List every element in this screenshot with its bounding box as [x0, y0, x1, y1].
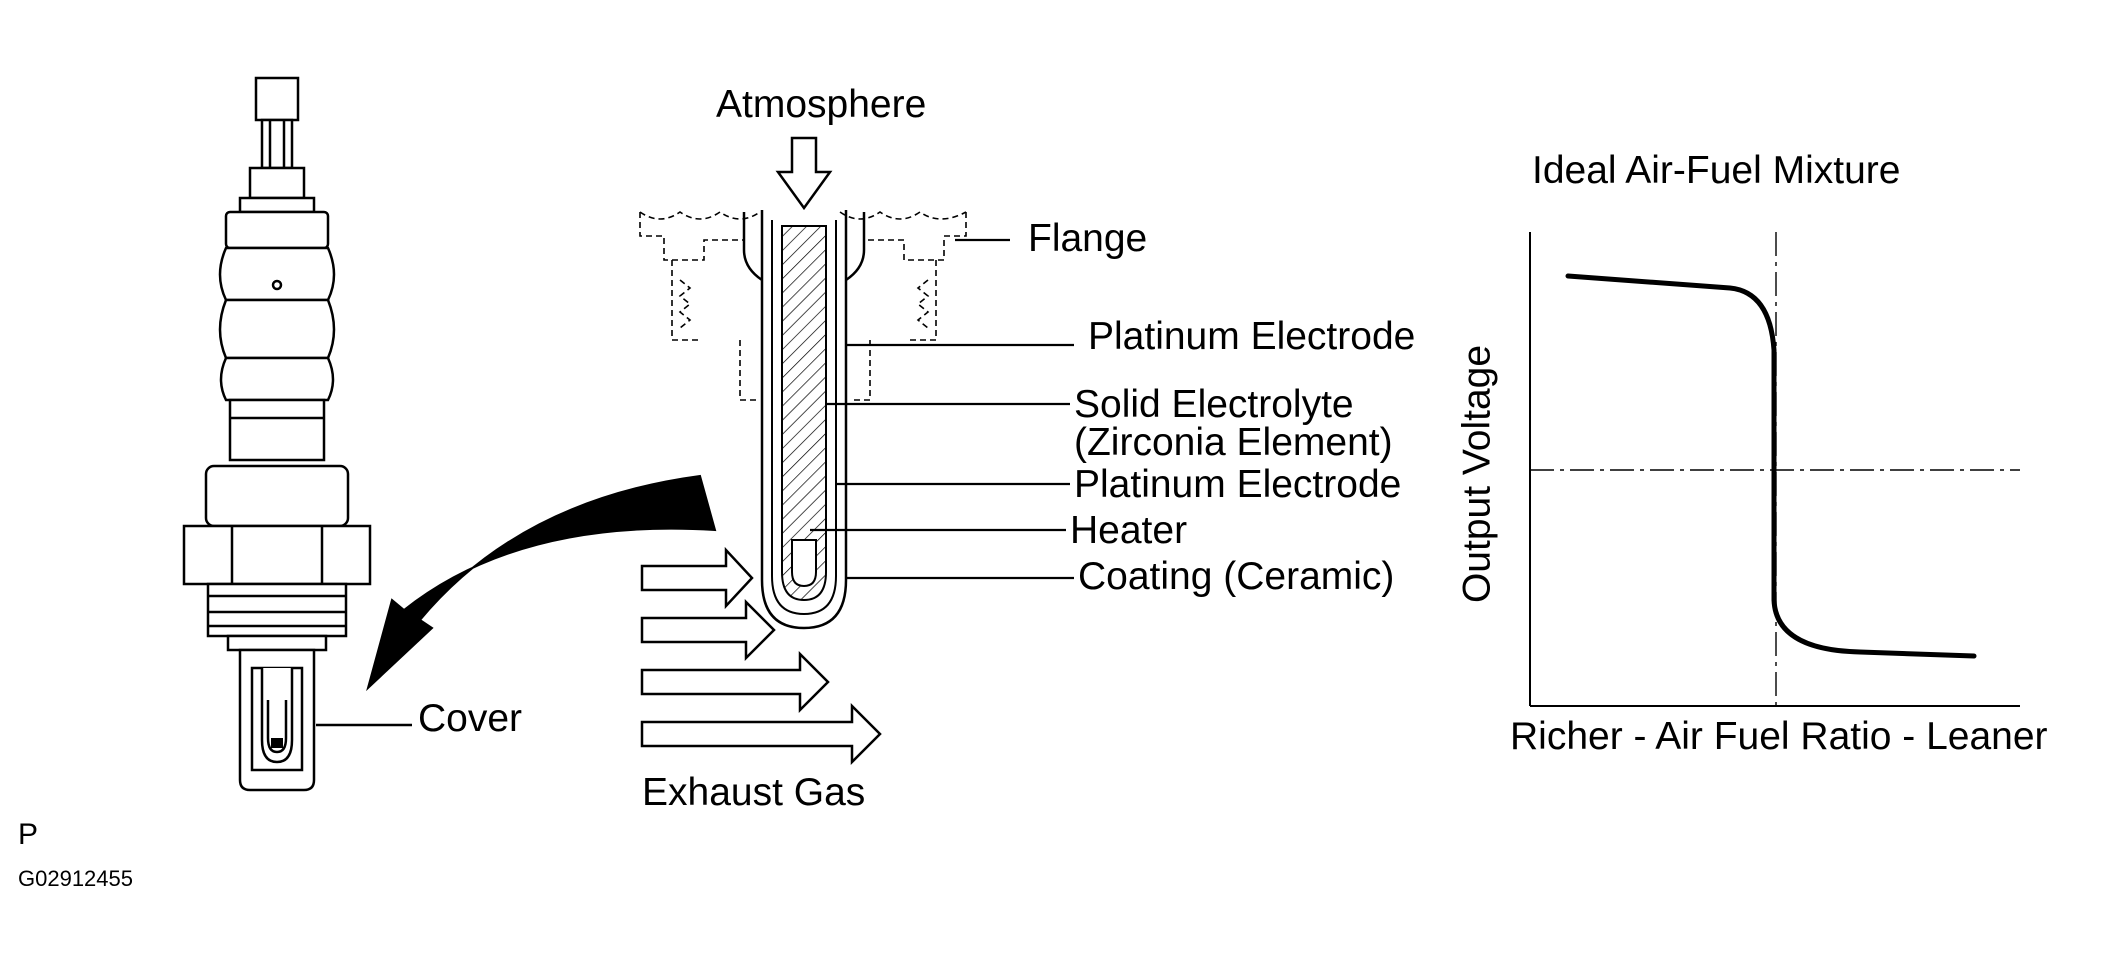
- heater: [791, 539, 817, 588]
- callout-leaders: [810, 238, 1074, 580]
- oxygen-sensor-body: [182, 76, 372, 792]
- exhaust-arrows: [640, 546, 882, 766]
- exhaust-arrow-icon: [640, 702, 882, 766]
- graph-x-label: Richer - Air Fuel Ratio - Leaner: [1510, 715, 2048, 758]
- graph-y-label: Output Voltage: [1455, 344, 1499, 604]
- figure-id: G02912455: [18, 866, 133, 891]
- coating-label: Coating (Ceramic): [1078, 555, 1395, 598]
- zirconia-element-label: (Zirconia Element): [1074, 421, 1393, 464]
- voltage-graph: [1529, 232, 2020, 707]
- sensing-element-shell: [760, 210, 848, 630]
- platinum-electrode-inner-label: Platinum Electrode: [1074, 463, 1402, 506]
- curved-arrow-icon: [366, 474, 717, 692]
- platinum-electrode-outer-label: Platinum Electrode: [1088, 315, 1416, 358]
- atmosphere-arrow-icon: [775, 136, 833, 211]
- solid-electrolyte-label: Solid Electrolyte: [1074, 383, 1354, 426]
- cover-label: Cover: [418, 697, 523, 740]
- zirconia-element: [781, 225, 827, 602]
- code-letter: P: [18, 818, 39, 851]
- heater-label: Heater: [1070, 509, 1188, 552]
- voltage-curve: [1565, 273, 1977, 659]
- flange: [639, 211, 967, 401]
- exhaust-gas-label: Exhaust Gas: [642, 771, 866, 814]
- atmosphere-label: Atmosphere: [716, 83, 927, 126]
- flange-label: Flange: [1028, 217, 1148, 260]
- graph-title: Ideal Air-Fuel Mixture: [1532, 149, 1901, 192]
